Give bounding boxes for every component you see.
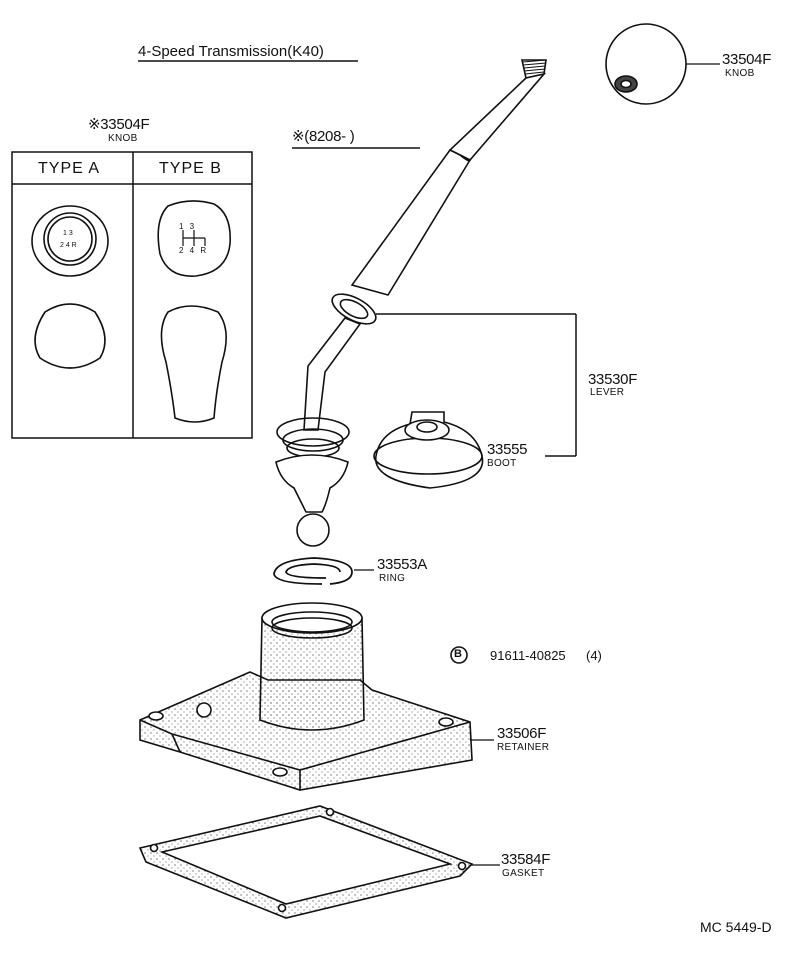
type-b-knob-top <box>157 200 231 277</box>
shift-pattern-icon <box>182 230 206 246</box>
retainer <box>139 602 473 791</box>
boot-part-number: 33555 <box>487 441 528 458</box>
type-a-knob-top <box>31 205 109 277</box>
lever-part-name: LEVER <box>590 387 625 398</box>
type-a-knob-cap <box>51 303 89 309</box>
knob-type-inset <box>11 151 253 439</box>
bolt-marker-circle <box>450 646 468 664</box>
gasket-part-name: GASKET <box>502 868 545 879</box>
type-a-label: TYPE A <box>38 160 101 177</box>
type-b-shift-pattern-row1: 1 3 <box>179 222 197 231</box>
shift-lever <box>275 59 547 547</box>
lever-part-number: 33530F <box>588 371 638 388</box>
type-b-knob-side <box>160 305 227 423</box>
type-a-shift-pattern-row2: 2 4 R <box>60 242 77 249</box>
diagram-title: 4-Speed Transmission(K40) <box>138 43 324 60</box>
bolt-marker: B <box>454 648 462 660</box>
ring-part-name: RING <box>379 573 406 584</box>
gasket-part-number: 33584F <box>501 851 551 868</box>
leader-lines <box>354 63 720 866</box>
bolt-part-number: 91611-40825 <box>490 648 566 663</box>
type-b-shift-pattern-row2: 2 4 R <box>179 246 209 255</box>
knob-sphere <box>605 23 687 105</box>
type-a-knob-side <box>34 303 106 369</box>
ring-part-number: 33553A <box>377 556 427 573</box>
gasket <box>138 805 474 919</box>
boot <box>373 411 484 489</box>
knob-part-number: 33504F <box>722 51 772 68</box>
drawing-code: MC 5449-D <box>700 919 772 935</box>
inset-part-name: KNOB <box>108 133 138 144</box>
type-a-shift-pattern-row1: 1 3 <box>63 230 73 237</box>
lever-boot-bracket <box>376 313 577 457</box>
boot-part-name: BOOT <box>487 458 517 469</box>
retainer-part-number: 33506F <box>497 725 547 742</box>
type-b-label: TYPE B <box>159 160 222 177</box>
retainer-part-name: RETAINER <box>497 742 550 753</box>
knob-part-name: KNOB <box>725 68 755 79</box>
serial-note: ※(8208- ) <box>292 128 355 145</box>
snap-ring <box>273 557 353 585</box>
inset-part-number: ※33504F <box>88 116 150 133</box>
bolt-quantity: (4) <box>586 648 602 663</box>
